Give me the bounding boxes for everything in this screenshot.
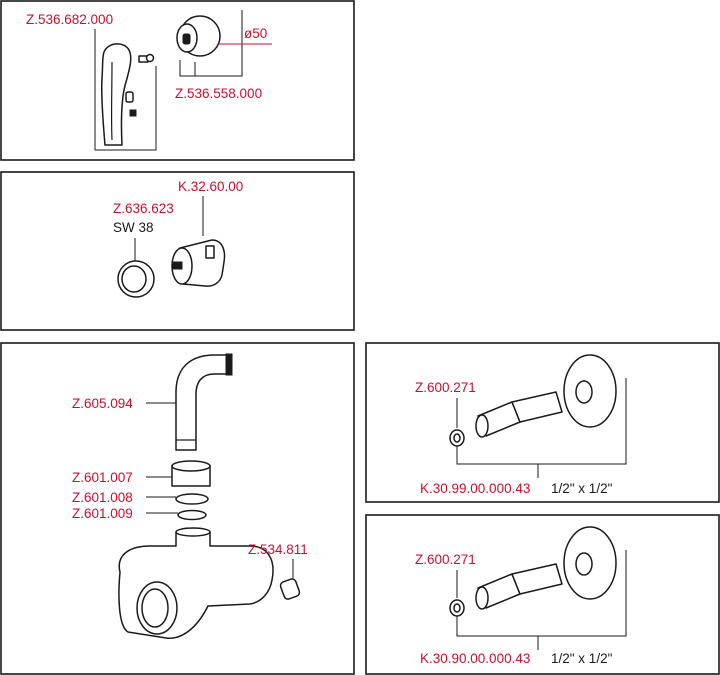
lever-bracket bbox=[94, 40, 157, 151]
panel-connector-b: Z.600.271 K.30.90.00.000.43 1/2" x 1/2" bbox=[365, 514, 720, 675]
panel-body-frame bbox=[0, 342, 355, 675]
cartridge-nut-inner bbox=[121, 265, 147, 293]
spout-nut-top bbox=[171, 460, 211, 472]
panel-body: Z.605.094 Z.601.007 Z.601.008 Z.601.009 … bbox=[0, 342, 355, 675]
set-bracket-a bbox=[456, 378, 627, 465]
connector-a-thread bbox=[511, 391, 563, 423]
panel-connector-a-frame bbox=[365, 342, 720, 503]
lever-handle bbox=[100, 43, 132, 146]
lever-code-label: Z.536.682.000 bbox=[26, 12, 113, 27]
filter-code-label: Z.534.811 bbox=[248, 542, 308, 557]
panel-handle-frame bbox=[0, 0, 355, 161]
washer-b-hole bbox=[453, 603, 461, 613]
ring-code-label: Z.601.008 bbox=[72, 490, 133, 505]
diameter-label: ø50 bbox=[244, 26, 267, 41]
body-outlet-thread bbox=[175, 527, 211, 537]
panel-connector-a: Z.600.271 K.30.99.00.000.43 1/2" x 1/2" bbox=[365, 342, 720, 503]
nut-code-label: Z.636.623 bbox=[113, 201, 174, 216]
rosette-code-label: Z.536.558.000 bbox=[175, 86, 262, 101]
cartridge-code-label: K.32.60.00 bbox=[178, 179, 243, 194]
spout-tip bbox=[225, 353, 233, 376]
cap-plug bbox=[129, 109, 137, 117]
washer-a-hole bbox=[453, 433, 461, 443]
grub-screw-head bbox=[145, 53, 155, 63]
filter bbox=[279, 578, 301, 600]
rosette-b-hole bbox=[575, 552, 593, 576]
nut-code-label: Z.601.007 bbox=[72, 470, 133, 485]
cartridge-notch bbox=[205, 245, 215, 259]
panel-connector-b-frame bbox=[365, 514, 720, 675]
panel-cartridge-frame bbox=[0, 171, 355, 331]
cartridge-stem bbox=[171, 261, 183, 270]
size-note-b: 1/2" x 1/2" bbox=[551, 651, 613, 666]
panel-handle: Z.536.682.000 Z.536.558.000 ø50 bbox=[0, 0, 355, 161]
rosette-keyhole bbox=[182, 33, 191, 45]
connector-b-thread bbox=[511, 563, 563, 595]
body-inlet-inner bbox=[141, 588, 169, 628]
cap-insert bbox=[125, 91, 134, 103]
connector-b-end bbox=[475, 586, 489, 610]
rosette-bracket bbox=[179, 10, 243, 77]
connector-a-end bbox=[475, 414, 489, 438]
washer-code-label-b: Z.600.271 bbox=[415, 552, 476, 567]
rosette-a-hole bbox=[575, 380, 593, 404]
spout bbox=[175, 354, 229, 451]
spout-seal bbox=[177, 509, 207, 521]
size-note-a: 1/2" x 1/2" bbox=[551, 481, 613, 496]
spout-code-label: Z.605.094 bbox=[72, 396, 133, 411]
spout-ring-part bbox=[175, 493, 209, 505]
seal-code-label: Z.601.009 bbox=[72, 506, 133, 521]
set-code-label-a: K.30.99.00.000.43 bbox=[420, 481, 530, 496]
set-code-label-b: K.30.90.00.000.43 bbox=[420, 651, 530, 666]
washer-code-label-a: Z.600.271 bbox=[415, 380, 476, 395]
wrench-size-label: SW 38 bbox=[113, 220, 154, 235]
panel-cartridge: K.32.60.00 Z.636.623 SW 38 bbox=[0, 171, 355, 331]
set-bracket-b bbox=[456, 550, 627, 637]
